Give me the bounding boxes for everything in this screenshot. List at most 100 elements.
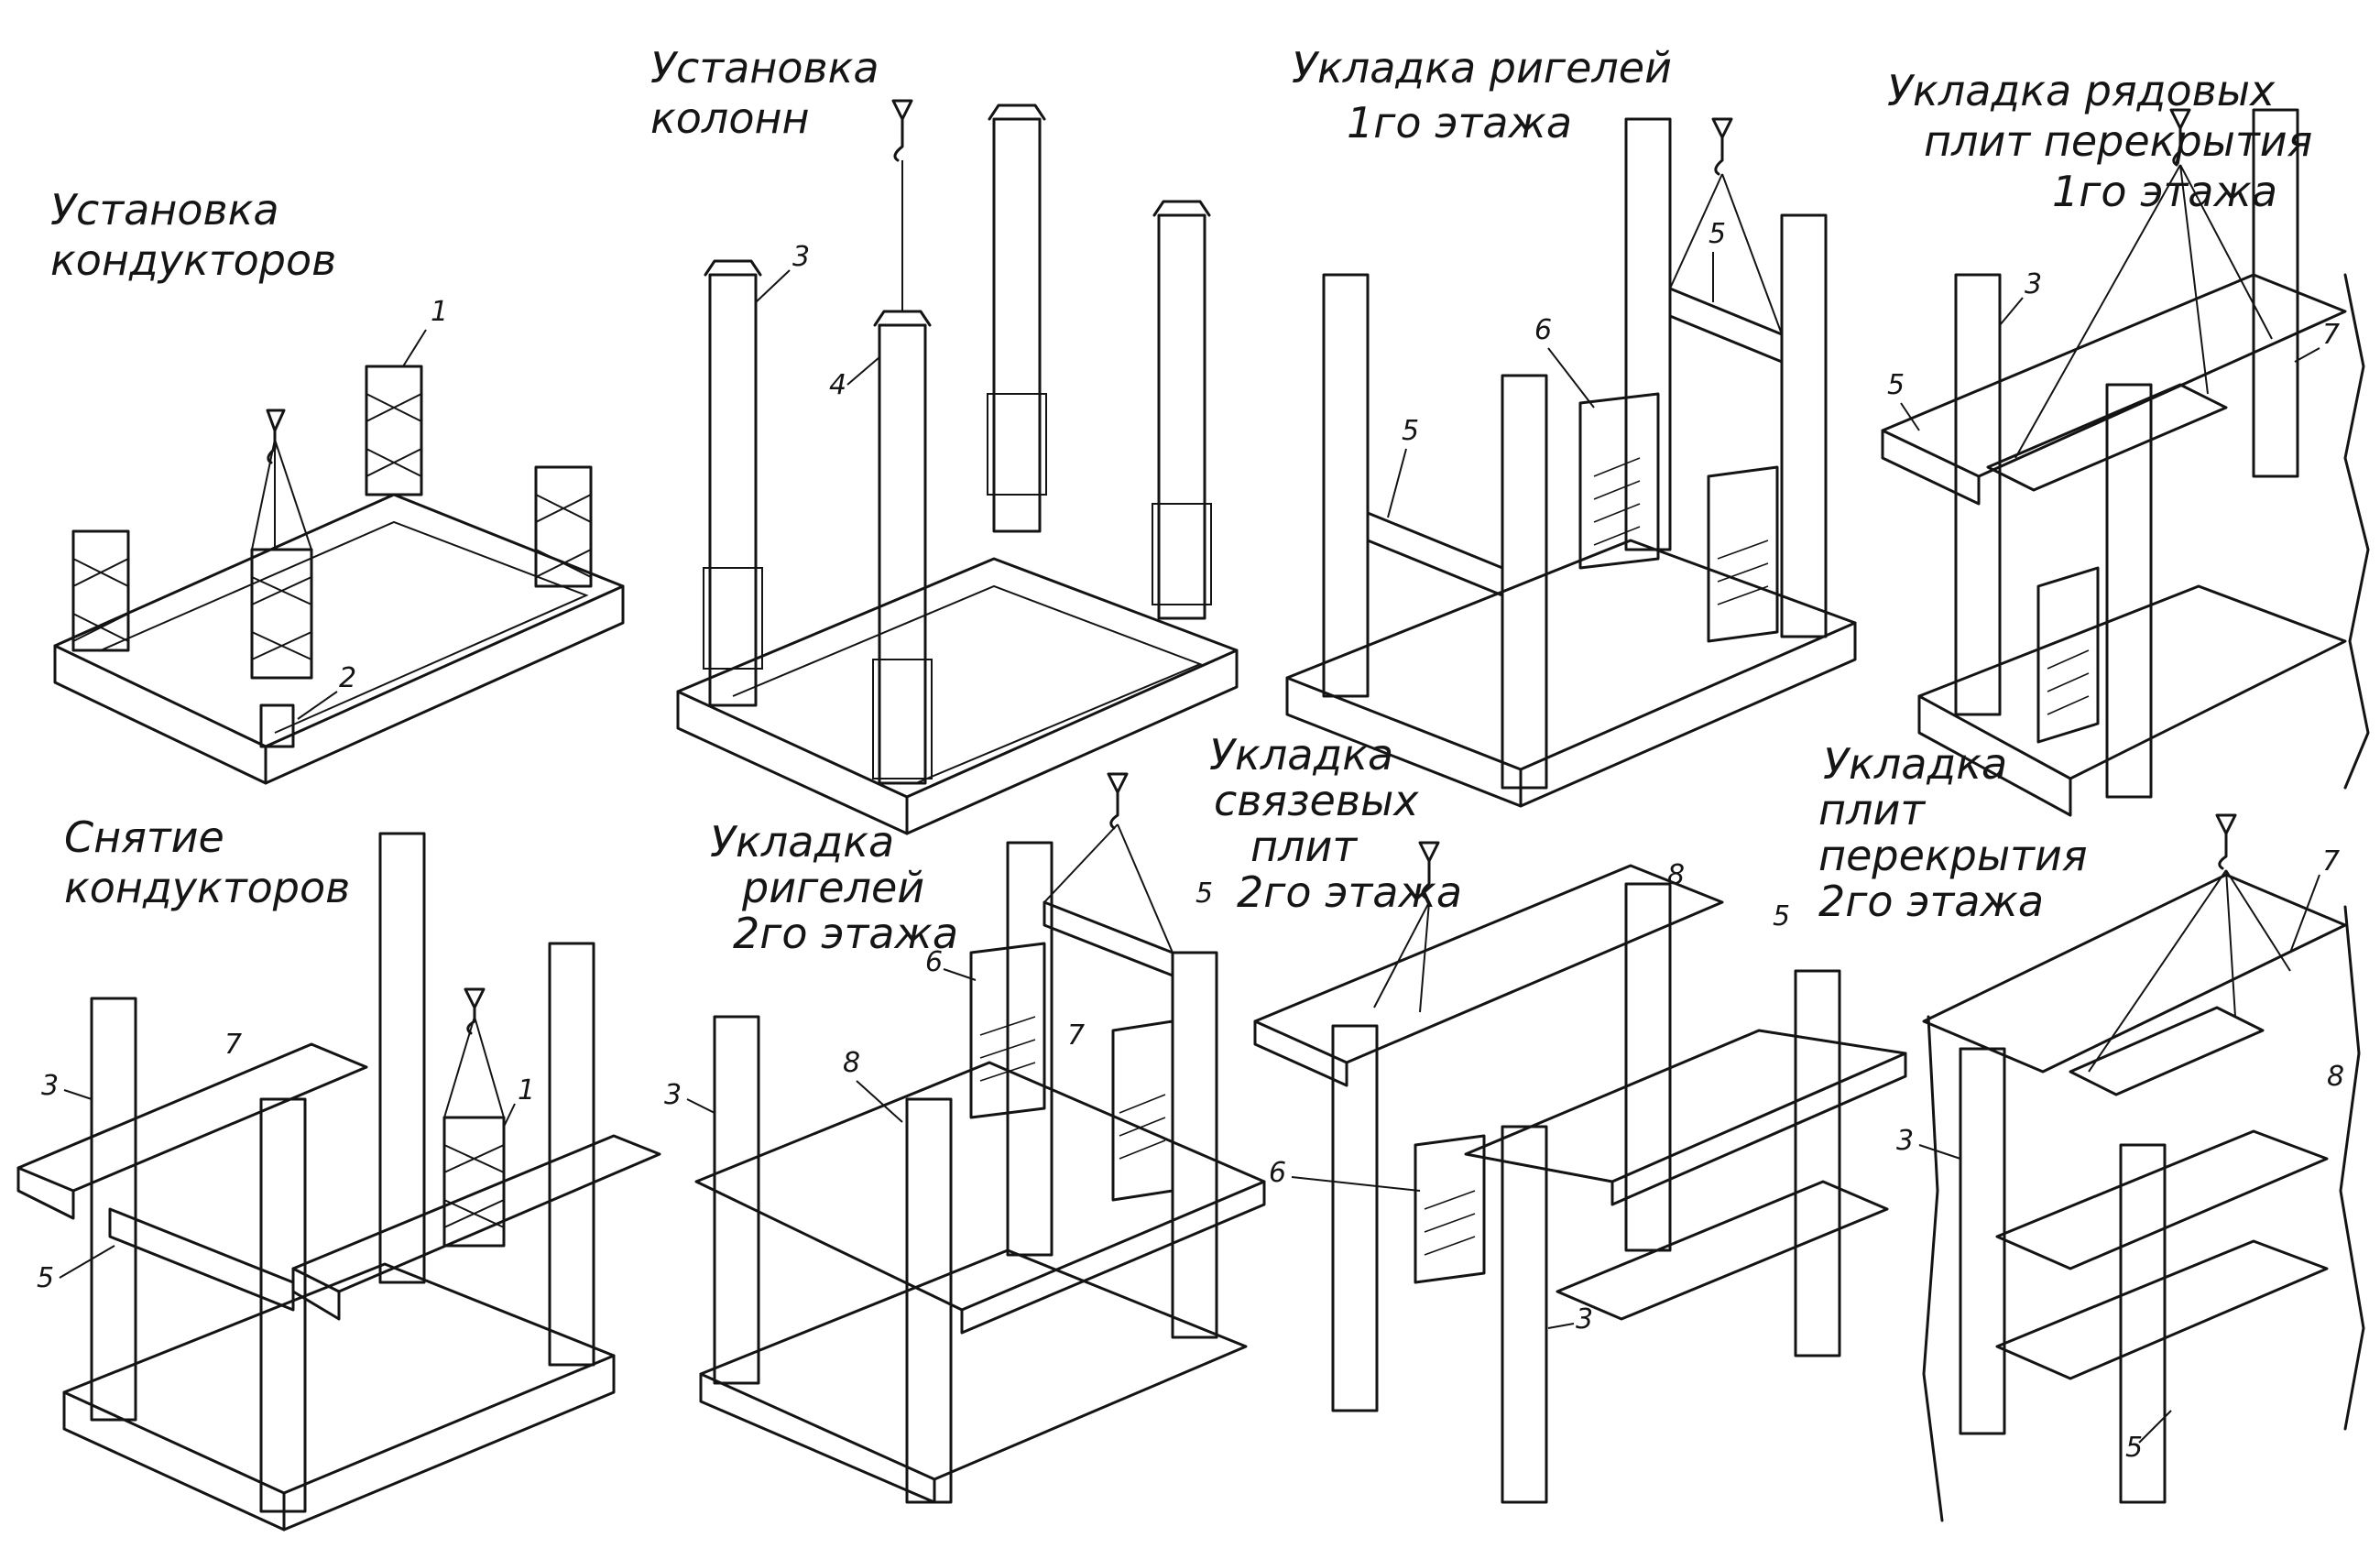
panel-3-label-5b: 5	[1709, 218, 1726, 250]
panel-8-label-8: 8	[2327, 1061, 2344, 1093]
panel-7-column-c	[1624, 882, 1672, 1252]
panel-8-caption-line-1: Укладка	[1823, 739, 2007, 789]
panel-7-caption-line-4: 2го этажа	[1237, 867, 1462, 917]
panel-4-label-3: 3	[2025, 268, 2042, 300]
panel-2-label-4: 4	[829, 369, 846, 401]
panel-1-conductor-lifted	[250, 409, 313, 680]
panel-8-caption-line-2: плит	[1818, 785, 1926, 834]
panel-5-caption-line-1: Снятие	[64, 812, 224, 862]
panel-8-label-7: 7	[2322, 845, 2340, 878]
panel-8-column-b	[2119, 1143, 2167, 1504]
panel-2-column-back	[987, 104, 1047, 533]
panel-6-column-b	[905, 1097, 953, 1504]
panel-2-caption-line-2: колонн	[650, 93, 810, 143]
panel-2-foundation-frame	[676, 557, 1239, 835]
panel-2-caption-line-1: Установка	[650, 43, 879, 93]
panel-3-label-5a: 5	[1402, 415, 1419, 447]
panel-8-slabs-second-floor: Укладка плит перекрытия 2го этажа 7 8 3 …	[1818, 739, 2365, 1522]
panel-1-conductor-left	[71, 529, 130, 652]
panel-6-caption-line-3: 2го этажа	[733, 909, 958, 958]
panel-3-crane-hook-icon	[1711, 117, 1733, 176]
panel-7-label-5: 5	[1773, 900, 1790, 932]
panel-5-column-a	[90, 997, 137, 1422]
panel-3-column-c	[1624, 117, 1672, 551]
panel-3-tripod-scaffold-1	[1578, 392, 1660, 570]
panel-6-column-a	[713, 1015, 760, 1385]
panel-1-conductor-back	[365, 365, 423, 496]
panel-2-label-3: 3	[792, 241, 810, 273]
panel-4-label-7: 7	[2322, 319, 2340, 351]
panel-6-lower-frame	[699, 1248, 1248, 1504]
panel-8-slab-middle	[1995, 1129, 2329, 1270]
panel-7-tripod-scaffold	[1414, 1134, 1486, 1284]
panel-8-slab-lower	[1995, 1239, 2329, 1380]
panel-1-label-1: 1	[431, 296, 448, 328]
panel-6-tripod-scaffold-1	[969, 942, 1046, 1119]
panel-5-label-3: 3	[41, 1070, 59, 1102]
panel-3-column-d	[1780, 213, 1828, 638]
panel-6-slab-lower	[694, 1061, 1266, 1312]
panel-4-slab-lifted	[1986, 383, 2228, 492]
panel-7-column-a	[1331, 1024, 1379, 1412]
panel-6-label-3: 3	[664, 1079, 682, 1111]
panel-5-label-1: 1	[518, 1074, 535, 1106]
panel-7-slab-top	[1253, 864, 1724, 1064]
panel-3-beam-upper	[1668, 287, 1784, 364]
panel-4-column-b	[2105, 383, 2153, 799]
panel-2-column-installation: Установка колонн	[650, 43, 1239, 835]
panel-4-tripod-scaffold	[2036, 566, 2100, 744]
panel-1-caption-line-1: Установка	[50, 185, 279, 234]
panel-1-crane-hook-icon	[266, 409, 286, 464]
panel-5-caption-line-2: кондукторов	[64, 863, 350, 912]
panel-7-tie-slabs-second-floor: Укладка связевых плит 2го этажа 8 5 6 3	[1209, 730, 1907, 1504]
panel-1-conductor-right	[534, 465, 593, 588]
panel-1-column-stub	[259, 703, 295, 748]
panel-8-crane-hook-icon	[2215, 813, 2237, 870]
panel-1-label-2: 2	[339, 662, 356, 694]
panel-7-column-b	[1501, 1125, 1548, 1504]
panel-1-conductor-installation: Установка кондукторов 1 2	[50, 185, 625, 785]
panel-8-slab-lifted	[2069, 1006, 2265, 1096]
panel-7-slab-lower	[1556, 1180, 1889, 1321]
panel-3-label-6: 6	[1534, 314, 1552, 346]
panel-3-beam-lower	[1366, 511, 1504, 597]
panel-7-crane-hook-icon	[1418, 841, 1440, 899]
panel-4-slabs-first-floor: Укладка рядовых плит перекрытия 1го этаж…	[1881, 66, 2370, 817]
panel-5-beam	[108, 1207, 295, 1312]
panel-4-label-5: 5	[1887, 369, 1905, 401]
panel-6-beam-upper	[1043, 900, 1174, 977]
panel-4-caption-line-1: Укладка рядовых	[1887, 66, 2276, 115]
panel-6-label-6: 6	[925, 946, 943, 978]
panel-7-caption-line-2: связевых	[1214, 776, 1419, 825]
panel-4-column-a	[1954, 273, 2002, 716]
panel-7-label-3: 3	[1576, 1303, 1593, 1335]
panel-5-crane-hook-icon	[464, 987, 486, 1035]
panel-5-slab-left	[16, 1042, 368, 1193]
panel-5-conductor	[442, 987, 506, 1248]
panel-5-column-d	[548, 942, 595, 1367]
panel-6-crane-hook-icon	[1107, 772, 1129, 830]
panel-5-label-7: 7	[224, 1029, 242, 1061]
panel-3-caption-line-2: 1го этажа	[1347, 98, 1572, 147]
panel-2-column-right	[1152, 200, 1212, 620]
panel-6-label-7: 7	[1067, 1019, 1085, 1052]
panel-4-slab-laid	[1881, 273, 2347, 478]
panel-8-label-3: 3	[1896, 1125, 1914, 1157]
panel-5-column-c	[378, 832, 426, 1284]
panel-7-column-d	[1794, 969, 1841, 1357]
panel-5-column-b	[259, 1097, 307, 1513]
panel-8-caption-line-3: перекрытия	[1818, 831, 2088, 880]
panel-4-caption-line-2: плит перекрытия	[1924, 116, 2312, 166]
panel-5-slab-right	[291, 1134, 661, 1293]
panel-6-caption-line-2: ригелей	[741, 863, 924, 912]
panel-7-label-8: 8	[1667, 859, 1685, 891]
panel-6-tripod-scaffold-2	[1111, 1019, 1174, 1202]
panel-8-column-a	[1959, 1047, 2006, 1435]
panel-6-label-8: 8	[843, 1047, 860, 1079]
panel-1-caption-line-2: кондукторов	[50, 235, 336, 285]
panel-7-caption-line-3: плит	[1250, 822, 1358, 871]
panel-7-caption-line-1: Укладка	[1209, 730, 1393, 779]
panel-2-crane-hook-icon	[891, 99, 913, 162]
